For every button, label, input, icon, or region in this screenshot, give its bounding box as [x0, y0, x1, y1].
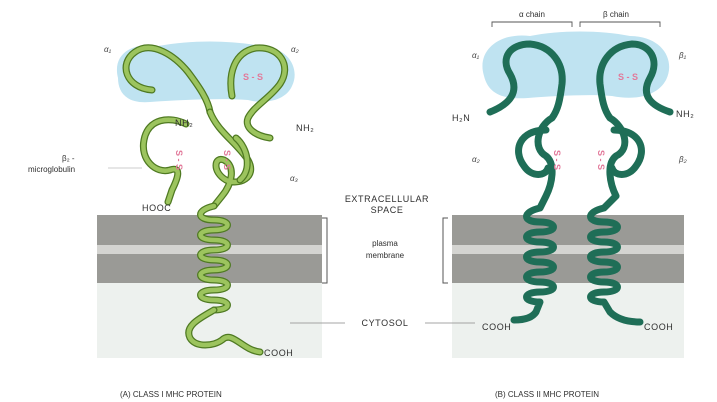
disulfide-bond-b2m-top: S - S [174, 150, 184, 170]
alpha-chain-bracket [492, 22, 572, 27]
membrane-bracket-right [443, 218, 448, 283]
membrane-label-line1: plasma [372, 239, 398, 248]
beta-chain-label: β chain [603, 10, 629, 19]
extracellular-label-line2: SPACE [371, 205, 404, 215]
disulfide-bond-a2-b: S - S [552, 150, 562, 170]
disulfide-bond-b1: S - S [618, 72, 638, 82]
b2m-label-line1: β₂ - [62, 154, 75, 163]
b2m-label-line2: microglobulin [28, 165, 75, 174]
domain-label-a1: α₁ [104, 45, 112, 54]
membrane-label-line2: membrane [366, 251, 405, 260]
beta-chain-bracket [580, 22, 660, 27]
domain-label-beta1-b: β₁ [678, 51, 687, 60]
membrane-upper-band-b [452, 215, 684, 245]
domain-label-beta2-b: β₂ [678, 155, 687, 164]
caption-class-1: (A) CLASS I MHC PROTEIN [120, 390, 222, 399]
disulfide-bond-b2-b: S - S [596, 150, 606, 170]
alpha-chain-label: α chain [519, 10, 545, 19]
disulfide-bond-a3-top: S - S [222, 150, 232, 170]
panel-b-background [452, 215, 684, 358]
nh2-label-right: NH₂ [296, 123, 314, 133]
domain-label-alpha1-b: α₁ [472, 51, 480, 60]
caption-class-2: (B) CLASS II MHC PROTEIN [495, 390, 599, 399]
hooc-label: HOOC [142, 203, 171, 213]
cytosol-label: CYTOSOL [361, 318, 408, 328]
nh2-label-left: NH₂ [175, 118, 193, 128]
cooh-label-b-left: COOH [482, 322, 511, 332]
domain-label-a3: α₃ [290, 174, 298, 183]
extracellular-label-line1: EXTRACELLULAR [345, 194, 429, 204]
cytosol-region-b [452, 283, 684, 358]
cooh-label-b-right: COOH [644, 322, 673, 332]
h2n-label: H₂N [452, 113, 470, 123]
membrane-bracket-left [322, 218, 327, 283]
disulfide-bond-a1: S - S [243, 72, 263, 82]
nh2-label-b: NH₂ [676, 109, 694, 119]
cooh-label-a: COOH [264, 348, 293, 358]
domain-label-a2: α₂ [291, 45, 299, 54]
domain-label-alpha2-b: α₂ [472, 155, 480, 164]
membrane-lower-band-b [452, 254, 684, 283]
